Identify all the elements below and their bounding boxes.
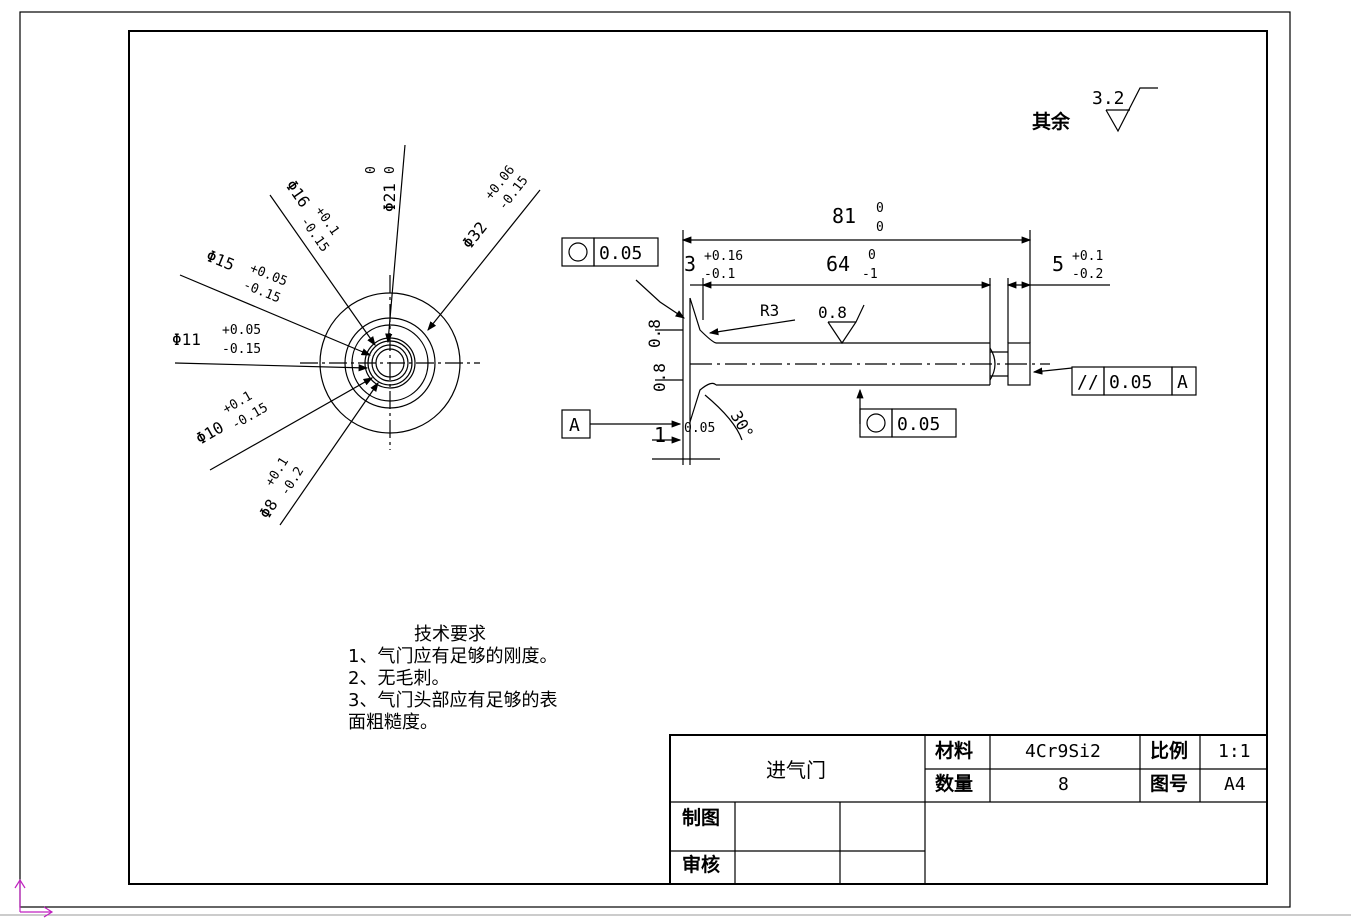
svg-text:+0.05: +0.05 <box>222 323 261 338</box>
svg-text:A: A <box>1177 372 1188 393</box>
svg-text:0: 0 <box>876 201 884 216</box>
radius-label: R3 <box>760 301 779 320</box>
tol-parallel: // 0.05 A <box>1071 366 1197 396</box>
tech-line-3: 3、气门头部应有足够的表 <box>348 690 557 711</box>
drawn-label: 制图 <box>682 806 720 829</box>
tech-line-2: 2、无毛刺。 <box>348 668 449 689</box>
datum-a-box: A <box>561 409 591 439</box>
svg-text:-0.15: -0.15 <box>222 342 261 357</box>
svg-text:+0.1: +0.1 <box>1072 249 1103 264</box>
material-label: 材料 <box>935 739 973 762</box>
drawing-no-label: 图号 <box>1150 773 1188 795</box>
tol-circ-stem: 0.05 <box>859 408 957 438</box>
tech-line-1: 1、气门应有足够的刚度。 <box>348 646 557 667</box>
dim-64: 64 0 -1 <box>826 248 878 282</box>
dim-d16: Φ16 +0.1 -0.15 <box>282 176 342 255</box>
svg-text:Φ32: Φ32 <box>458 218 491 252</box>
svg-text:Φ10: Φ10 <box>193 418 228 449</box>
quantity-label: 数量 <box>935 772 973 795</box>
angle-label: 30° <box>727 408 758 443</box>
dim-d8: Φ8 +0.1 -0.2 <box>255 455 307 522</box>
quantity-value: 8 <box>1058 774 1069 795</box>
svg-text:-0.1: -0.1 <box>704 267 735 282</box>
scale-value: 1:1 <box>1218 741 1251 762</box>
dim-d32: Φ32 +0.06 -0.15 <box>458 163 531 253</box>
stem-roughness-label: 0.8 <box>818 303 847 322</box>
svg-text:0.05: 0.05 <box>1109 372 1152 393</box>
title-block <box>669 734 1268 885</box>
svg-text:0.05: 0.05 <box>599 243 642 264</box>
head-08-b: 0.8 <box>650 363 669 392</box>
dim-1-label: 1 <box>654 423 666 447</box>
svg-text:0: 0 <box>876 220 884 235</box>
ucs-icon <box>14 878 54 918</box>
svg-text:0.05: 0.05 <box>897 414 940 435</box>
tol-circ-top: 0.05 <box>561 237 659 267</box>
outer-border <box>19 11 1291 908</box>
svg-text:81: 81 <box>832 204 856 228</box>
roughness-value: 3.2 <box>1092 88 1125 109</box>
tech-line-4: 面粗糙度。 <box>348 712 438 733</box>
dim-3: 3 +0.16 -0.1 <box>684 249 743 282</box>
front-view <box>174 144 541 526</box>
svg-text:0: 0 <box>364 166 379 174</box>
svg-text:Φ21: Φ21 <box>380 183 399 212</box>
dim-5: 5 +0.1 -0.2 <box>1052 249 1103 282</box>
dim-d11: Φ11 +0.05 -0.15 <box>172 323 261 357</box>
svg-text:Φ11: Φ11 <box>172 330 201 349</box>
roughness-other-label: 其余 <box>1032 110 1071 133</box>
dim-d10: Φ10 +0.1 -0.15 <box>193 389 271 449</box>
svg-text:0: 0 <box>868 248 876 263</box>
svg-text:Φ15: Φ15 <box>204 246 238 274</box>
part-name: 进气门 <box>766 758 826 782</box>
dim-d15: Φ15 +0.05 -0.15 <box>204 246 290 306</box>
svg-text:3: 3 <box>684 252 696 276</box>
dim-d21: Φ21 0 0 <box>364 166 399 212</box>
drawing-no-value: A4 <box>1224 774 1246 795</box>
title-block-text: 进气门 材料 4Cr9Si2 比例 1:1 数量 8 图号 A4 制图 审核 <box>682 739 1251 876</box>
svg-text:-0.2: -0.2 <box>1072 267 1103 282</box>
svg-text:-1: -1 <box>862 267 878 282</box>
svg-text:Φ16: Φ16 <box>282 176 314 211</box>
tech-requirements: 技术要求 1、气门应有足够的刚度。 2、无毛刺。 3、气门头部应有足够的表 面粗… <box>348 624 557 733</box>
svg-text:A: A <box>569 415 580 436</box>
dim-81: 81 0 0 <box>832 201 884 235</box>
head-08-a: 0.8 <box>645 319 664 348</box>
svg-text:64: 64 <box>826 252 850 276</box>
svg-text:0: 0 <box>383 166 398 174</box>
svg-text:Φ8: Φ8 <box>255 496 281 522</box>
scale-label: 比例 <box>1150 739 1188 762</box>
checked-label: 审核 <box>682 853 720 876</box>
dim-005-label: 0.05 <box>684 421 715 436</box>
svg-text://: // <box>1077 372 1099 393</box>
svg-text:5: 5 <box>1052 252 1064 276</box>
tech-title: 技术要求 <box>414 624 486 645</box>
roughness-other: 其余 3.2 <box>1032 87 1158 133</box>
material-value: 4Cr9Si2 <box>1025 741 1101 762</box>
side-view <box>590 230 1110 465</box>
svg-text:+0.16: +0.16 <box>704 249 743 264</box>
